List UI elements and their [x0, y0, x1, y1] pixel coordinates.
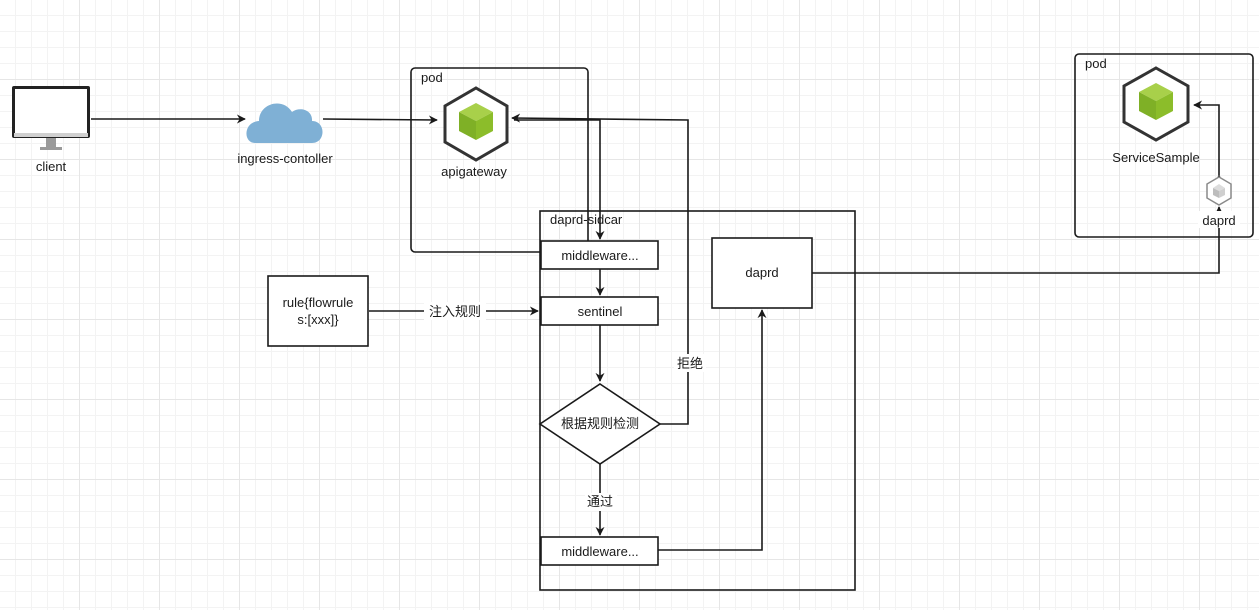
edge-label-pass: 通过	[587, 494, 613, 509]
rule-label-line2: s:[xxx]}	[297, 312, 339, 327]
middleware-bottom-label: middleware...	[561, 544, 638, 559]
edge-label-inject: 注入规则	[429, 304, 481, 319]
servicesample-label: ServiceSample	[1112, 150, 1199, 165]
small-daprd-label: daprd	[1202, 213, 1235, 228]
ingress-label: ingress-contoller	[237, 151, 333, 166]
daprd-box-label: daprd	[745, 265, 778, 280]
small-daprd-cube-icon[interactable]	[1206, 176, 1232, 206]
apigateway-cube-icon[interactable]	[443, 86, 509, 162]
check-diamond[interactable]	[538, 383, 662, 465]
edge-daprd-small-daprd	[812, 206, 1224, 274]
servicesample-cube-icon[interactable]	[1122, 66, 1190, 142]
pod-right-container[interactable]	[1074, 53, 1254, 238]
middleware-top-box[interactable]	[540, 240, 659, 270]
sidecar-container[interactable]	[539, 210, 856, 591]
edge-ingress-apigateway	[322, 115, 438, 125]
rule-box[interactable]	[267, 275, 369, 347]
pod-left-label: pod	[421, 70, 443, 85]
middleware-bottom-box[interactable]	[540, 536, 659, 566]
cloud-icon[interactable]	[246, 103, 323, 143]
sentinel-label: sentinel	[578, 304, 623, 319]
edge-middleware-daprd	[658, 309, 767, 551]
client-monitor-icon[interactable]	[12, 86, 90, 150]
edge-small-daprd-service	[1193, 100, 1224, 184]
sentinel-box[interactable]	[540, 296, 659, 326]
client-label: client	[36, 159, 67, 174]
sidecar-label: daprd-sidcar	[550, 212, 623, 227]
daprd-box[interactable]	[711, 237, 813, 309]
rule-label-line1: rule{flowrule	[283, 295, 354, 310]
middleware-top-label: middleware...	[561, 248, 638, 263]
pod-right-label: pod	[1085, 56, 1107, 71]
edge-label-reject: 拒绝	[677, 356, 703, 371]
edge-reject	[511, 113, 689, 425]
apigateway-label: apigateway	[441, 164, 507, 179]
check-label: 根据规则检测	[561, 416, 639, 431]
edge-apigateway-middleware	[514, 119, 605, 240]
pod-left-container[interactable]	[410, 67, 589, 253]
